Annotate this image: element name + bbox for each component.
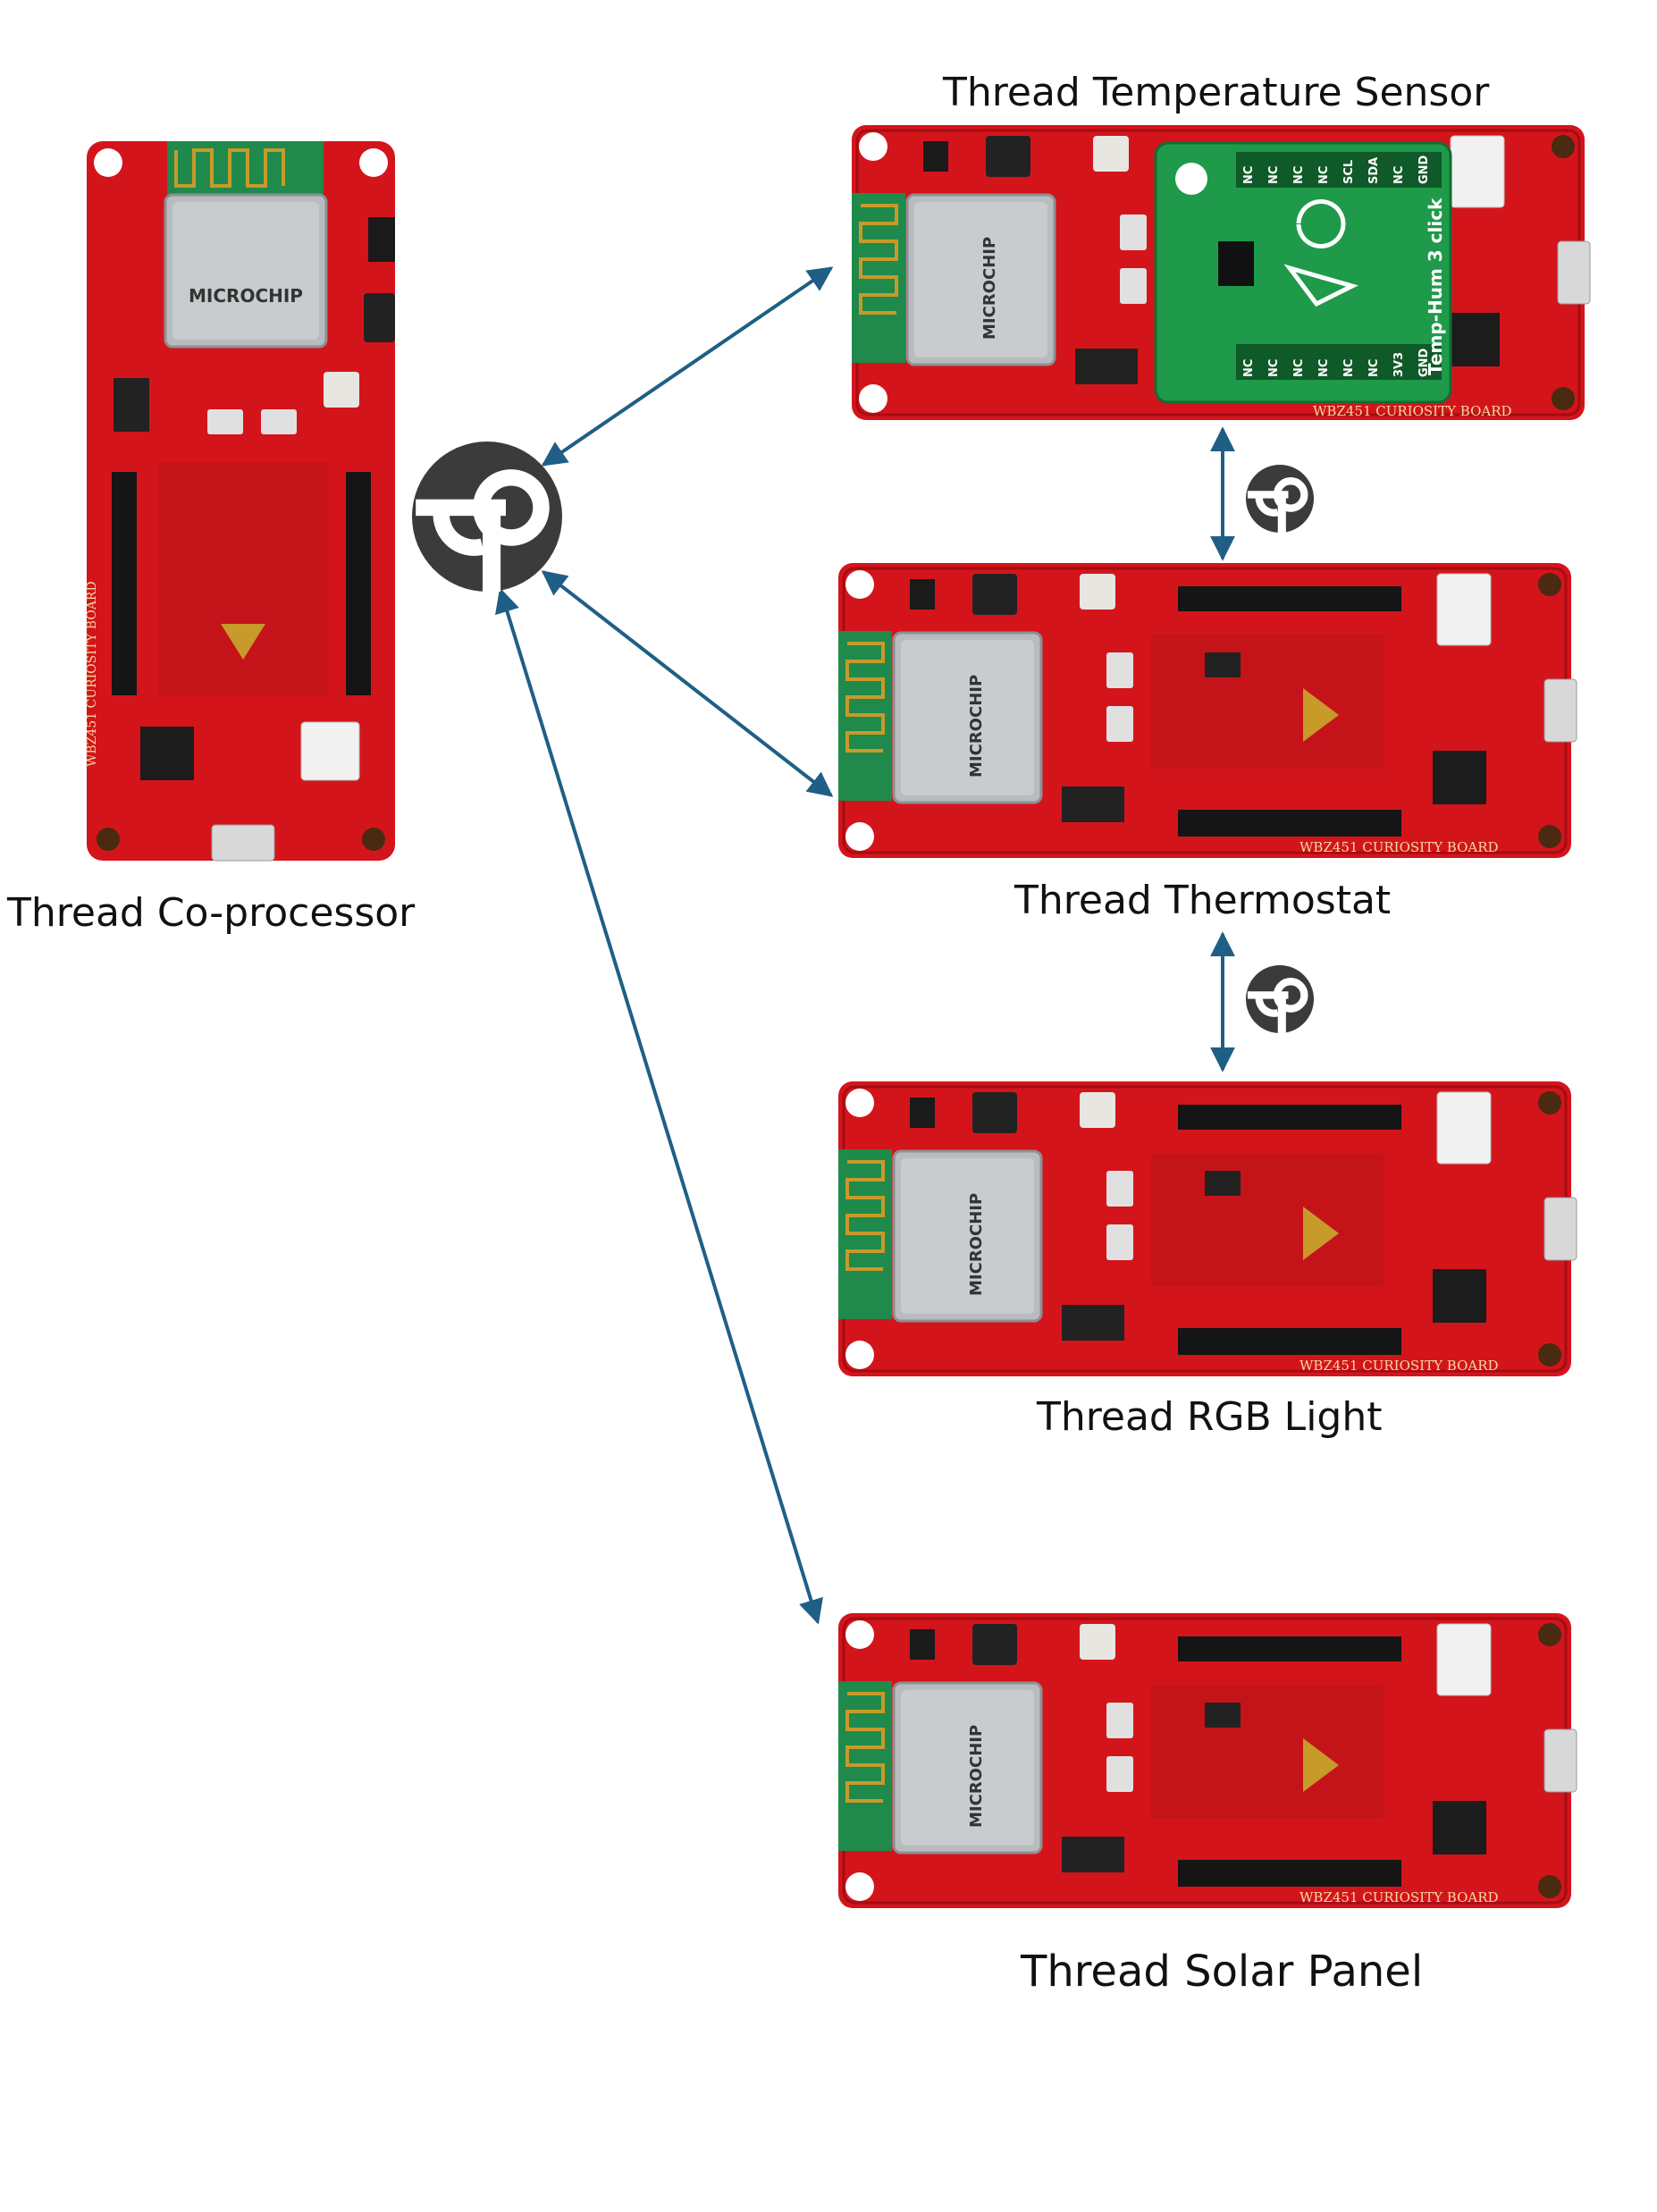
temp-sensor-label: Thread Temperature Sensor bbox=[942, 70, 1490, 115]
click-pin-bottom: NC bbox=[1342, 359, 1356, 377]
click-pin-top: NC bbox=[1292, 166, 1306, 184]
coprocessor-silkscreen: WBZ451 CURIOSITY BOARD bbox=[85, 581, 99, 767]
click-pin-bottom: NC bbox=[1242, 359, 1256, 377]
click-pin-bottom: NC bbox=[1267, 359, 1281, 377]
coprocessor-module-brand: MICROCHIP bbox=[189, 285, 303, 307]
link-coprocessor-thermostat bbox=[541, 570, 834, 797]
link-coprocessor-solar-panel bbox=[495, 587, 823, 1625]
click-pin-bottom: 3V3 bbox=[1392, 352, 1406, 377]
click-pin-top: NC bbox=[1317, 166, 1331, 184]
rgb-light-label: Thread RGB Light bbox=[1036, 1394, 1382, 1440]
thermostat-module-brand: MICROCHIP bbox=[967, 675, 986, 778]
temp-sensor-board: MICROCHIP Temp-Hum 3 click NC NC NC NC S… bbox=[850, 123, 1592, 422]
temp-sensor-silkscreen: WBZ451 CURIOSITY BOARD bbox=[1313, 403, 1512, 419]
rgb-light-module-brand: MICROCHIP bbox=[967, 1193, 986, 1296]
click-pin-bottom: NC bbox=[1367, 359, 1381, 377]
solar-panel-silkscreen: WBZ451 CURIOSITY BOARD bbox=[1300, 1889, 1499, 1905]
click-pin-bottom: NC bbox=[1292, 359, 1306, 377]
thermostat-label: Thread Thermostat bbox=[1014, 878, 1391, 923]
thread-link-icon bbox=[1246, 465, 1314, 533]
click-pin-top: NC bbox=[1242, 166, 1256, 184]
coprocessor-board: MICROCHIP WBZ451 CURIOSITY BOARD bbox=[85, 141, 395, 862]
click-pin-top: NC bbox=[1267, 166, 1281, 184]
thermostat-board: MICROCHIP WBZ451 CURIOSITY BOARD bbox=[837, 561, 1578, 860]
click-pin-bottom: NC bbox=[1317, 359, 1331, 377]
rgb-light-silkscreen: WBZ451 CURIOSITY BOARD bbox=[1300, 1358, 1499, 1374]
click-pin-top: SDA bbox=[1367, 157, 1381, 184]
click-pin-top: SCL bbox=[1342, 160, 1356, 184]
link-coprocessor-temp-sensor bbox=[541, 266, 834, 467]
click-board-name: Temp-Hum 3 click bbox=[1425, 198, 1446, 375]
coprocessor-label: Thread Co-processor bbox=[6, 890, 416, 936]
solar-panel-board: MICROCHIP WBZ451 CURIOSITY BOARD bbox=[837, 1611, 1578, 1910]
rgb-light-board: MICROCHIP WBZ451 CURIOSITY BOARD bbox=[837, 1080, 1578, 1378]
solar-panel-label: Thread Solar Panel bbox=[1020, 1947, 1423, 1997]
solar-panel-module-brand: MICROCHIP bbox=[967, 1725, 986, 1828]
click-pin-top: GND bbox=[1417, 155, 1431, 184]
click-pin-bottom: GND bbox=[1417, 348, 1431, 377]
temp-sensor-module-brand: MICROCHIP bbox=[980, 237, 999, 340]
thread-link-icon bbox=[1246, 965, 1314, 1033]
thread-hub-icon bbox=[412, 442, 562, 592]
links bbox=[495, 266, 1235, 1625]
temp-hum-click-board: Temp-Hum 3 click NC NC NC NC SCL SDA NC … bbox=[1154, 141, 1452, 404]
click-pin-top: NC bbox=[1392, 166, 1406, 184]
thermostat-silkscreen: WBZ451 CURIOSITY BOARD bbox=[1300, 839, 1499, 855]
